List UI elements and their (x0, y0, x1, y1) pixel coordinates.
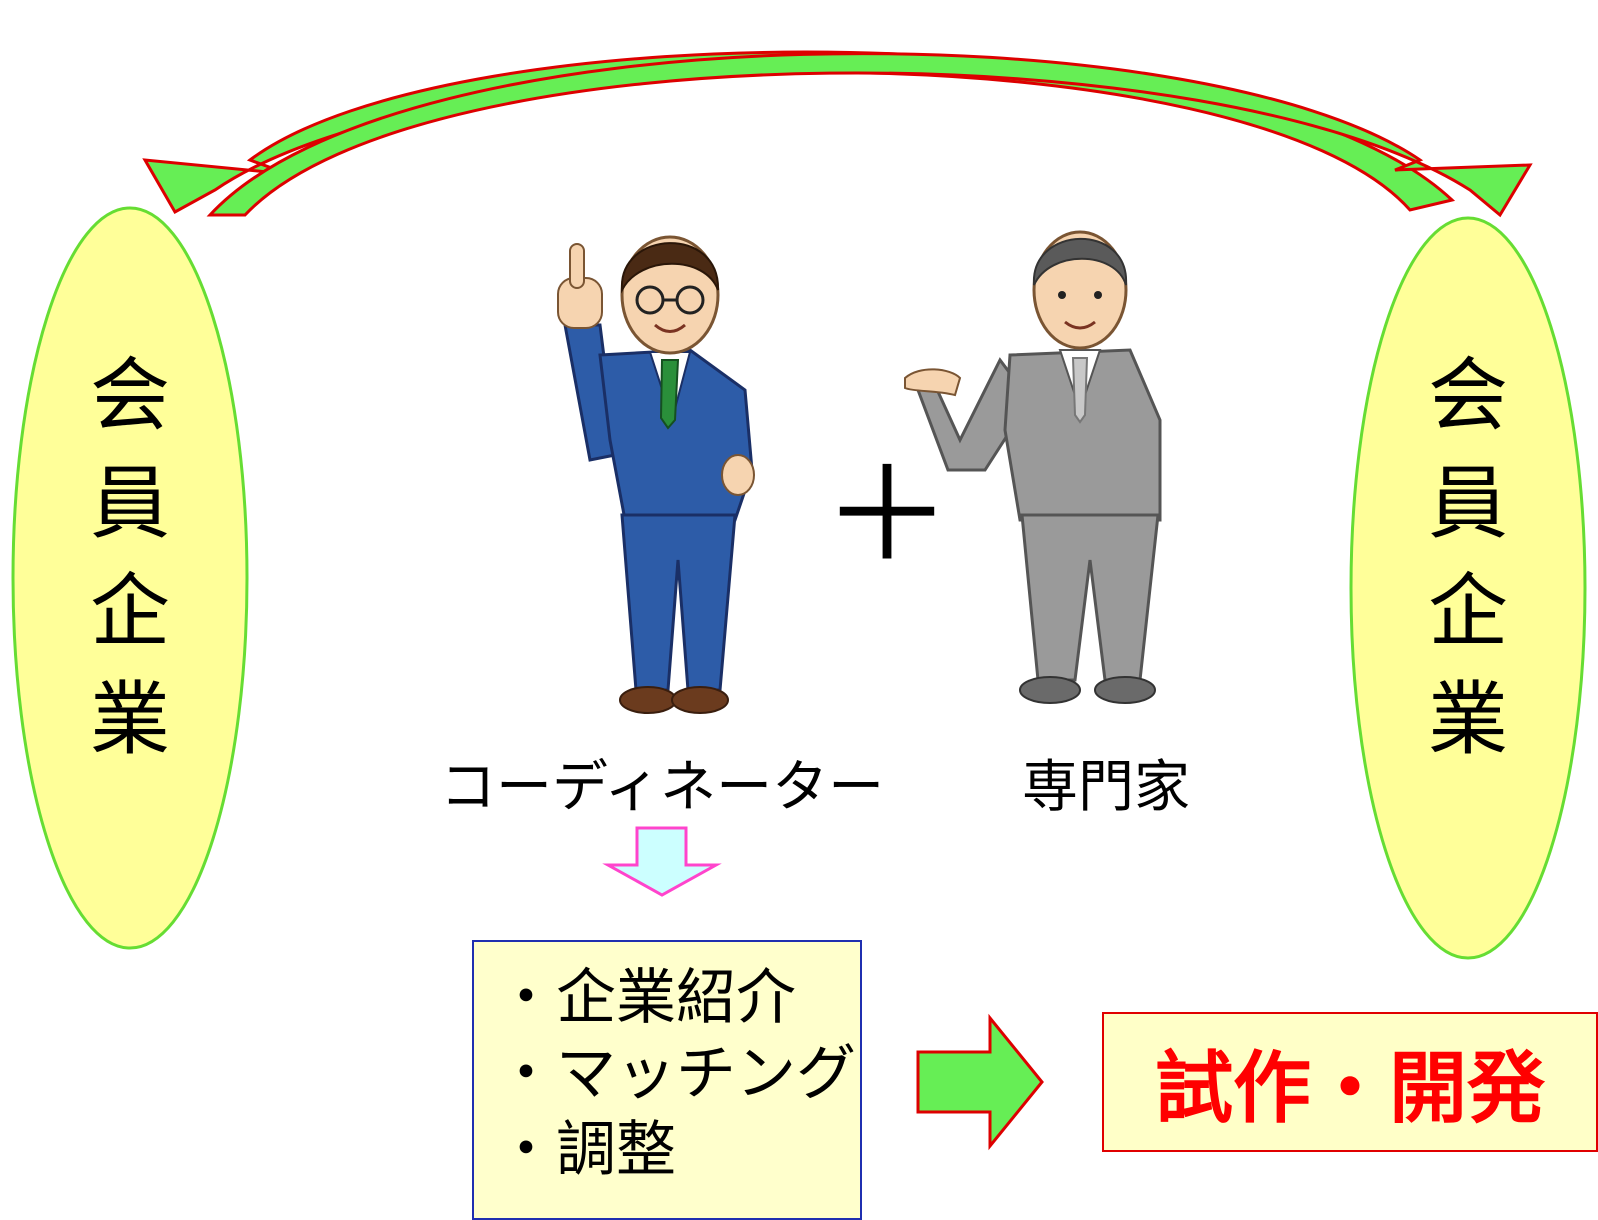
member-company-left-label: 会 員 企 業 (70, 342, 190, 774)
member-char: 員 (1428, 457, 1508, 550)
task-item-adjustment: ・調整 (496, 1115, 676, 1185)
top-curved-arrows (142, 50, 1533, 218)
curved-arrow-to-right-icon (206, 52, 1533, 218)
down-arrow-icon (602, 826, 722, 897)
expert-label: 専門家 (1022, 755, 1190, 820)
coordinator-label: コーディネーター (440, 755, 885, 820)
member-char: 業 (90, 673, 170, 766)
expert-figure-icon (904, 230, 1162, 704)
member-char: 業 (1428, 673, 1508, 766)
coordinator-tasks-box: ・企業紹介 ・マッチング ・調整 (472, 940, 862, 1220)
result-label: 試作・開発 (1154, 1044, 1545, 1134)
coordinator-figure-icon (557, 235, 755, 714)
member-char: 員 (90, 457, 170, 550)
member-char: 会 (1428, 349, 1508, 442)
member-char: 企 (1428, 565, 1508, 658)
right-arrow-icon (916, 1013, 1044, 1151)
member-char: 企 (90, 565, 170, 658)
task-item-matching: ・マッチング (496, 1039, 856, 1109)
member-company-right-ellipse (1349, 216, 1587, 960)
member-company-right-label: 会 員 企 業 (1408, 342, 1528, 774)
member-company-left-ellipse (11, 206, 249, 950)
task-item-company-introduction: ・企業紹介 (496, 963, 796, 1033)
member-char: 会 (90, 349, 170, 442)
plus-sign: ＋ (822, 439, 953, 591)
result-box: 試作・開発 (1102, 1012, 1598, 1152)
